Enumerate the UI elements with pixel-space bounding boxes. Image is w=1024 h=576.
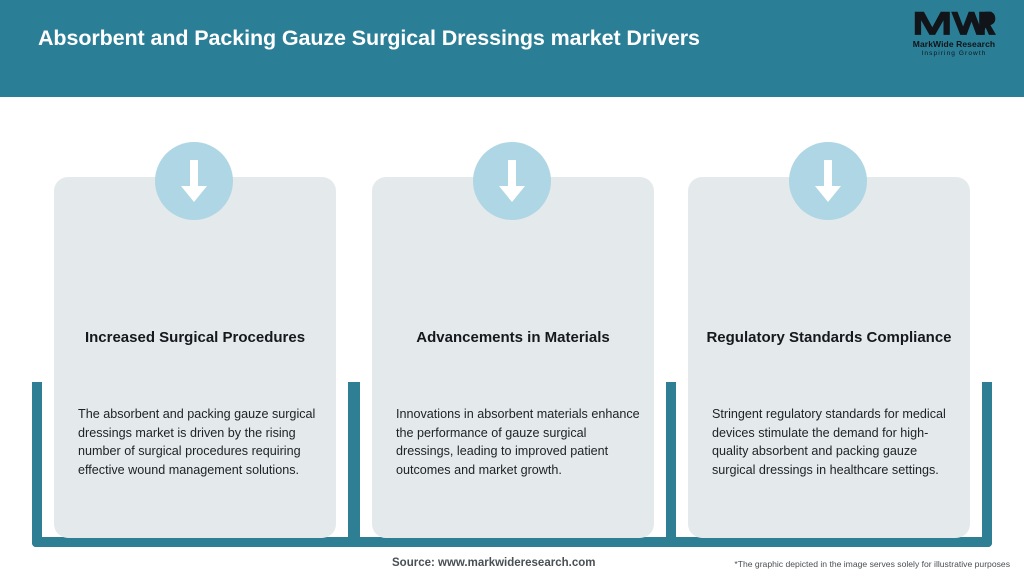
logo-tagline: Inspiring Growth — [921, 50, 987, 57]
card-heading: Increased Surgical Procedures — [84, 329, 306, 346]
arrow-down-glyph — [181, 160, 207, 202]
card-heading: Regulatory Standards Compliance — [706, 329, 952, 346]
card-panel: Regulatory Standards Compliance Stringen… — [688, 177, 970, 538]
mwr-logo-icon — [914, 11, 996, 35]
card-description: The absorbent and packing gauze surgical… — [78, 407, 316, 477]
driver-card-3: Regulatory Standards Compliance Stringen… — [666, 97, 992, 552]
arrow-down-icon — [789, 142, 867, 220]
card-accent-frame — [666, 382, 992, 547]
driver-card-2: Advancements in Materials Innovations in… — [350, 97, 676, 552]
card-description: Innovations in absorbent materials enhan… — [396, 407, 640, 477]
page-title: Absorbent and Packing Gauze Surgical Dre… — [38, 26, 700, 50]
drivers-card-row: Increased Surgical Procedures The absorb… — [0, 97, 1024, 552]
brand-logo: MarkWide Research Inspiring Growth — [900, 8, 1008, 66]
arrow-down-glyph — [499, 160, 525, 202]
driver-card-1: Increased Surgical Procedures The absorb… — [32, 97, 358, 552]
card-heading: Advancements in Materials — [416, 329, 610, 346]
logo-company-name: MarkWide Research — [912, 39, 996, 49]
disclaimer-note: *The graphic depicted in the image serve… — [734, 559, 1010, 569]
arrow-down-glyph — [815, 160, 841, 202]
arrow-down-icon — [155, 142, 233, 220]
card-panel: Increased Surgical Procedures The absorb… — [54, 177, 336, 538]
source-label: Source: www.markwideresearch.com — [392, 557, 596, 569]
card-panel: Advancements in Materials Innovations in… — [372, 177, 654, 538]
header-banner: Absorbent and Packing Gauze Surgical Dre… — [0, 0, 1024, 97]
arrow-down-icon — [473, 142, 551, 220]
card-description: Stringent regulatory standards for medic… — [712, 407, 946, 477]
